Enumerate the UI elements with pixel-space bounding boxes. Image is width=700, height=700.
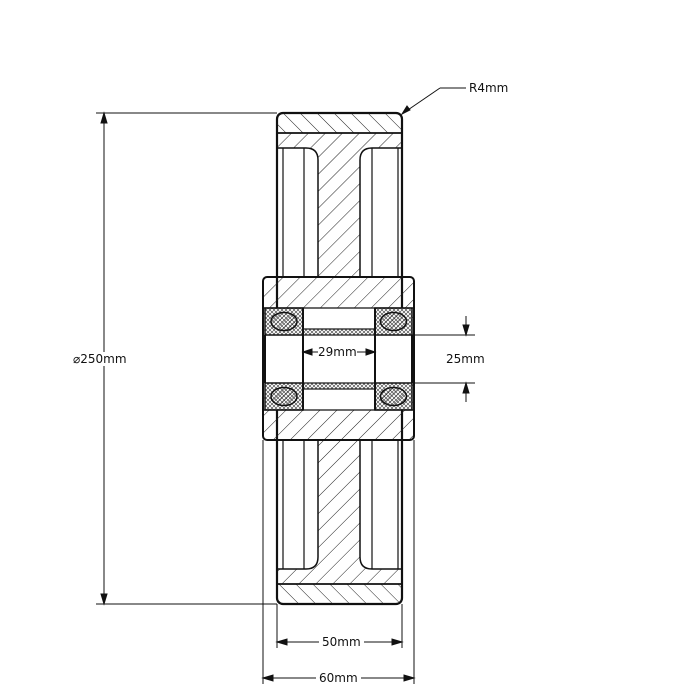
rim-web-top — [276, 132, 403, 278]
hub-width-label: 60mm — [316, 671, 361, 685]
dimension-lines — [96, 87, 475, 684]
bore-label: 25mm — [446, 352, 485, 366]
bearing-spacing-label: 29mm — [318, 345, 357, 359]
rim-web-bottom — [276, 439, 403, 585]
outer-diameter-label: ⌀250mm — [73, 352, 127, 366]
tread-width-label: 50mm — [319, 635, 364, 649]
tread-bottom — [276, 583, 403, 605]
tread-top — [276, 112, 403, 134]
spacer-tube-top — [302, 328, 376, 336]
radius-label: R4mm — [469, 81, 509, 95]
spacer-tube-bottom — [302, 382, 376, 390]
